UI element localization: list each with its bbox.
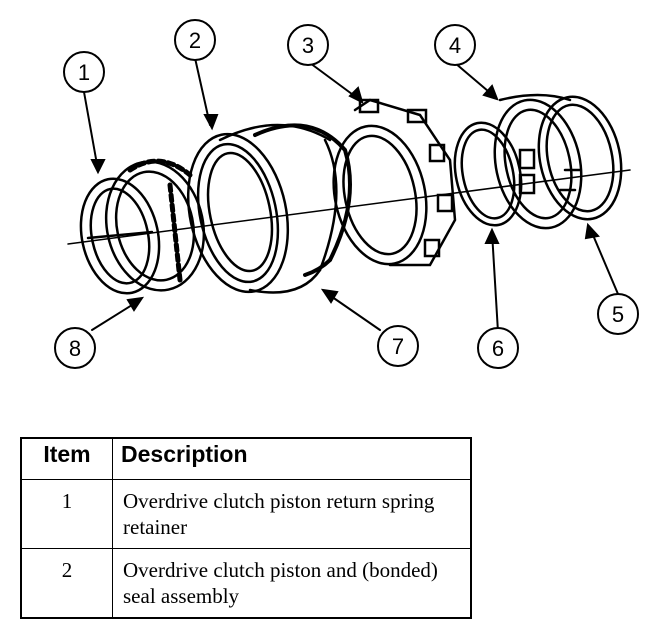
callout-5: 5 (597, 293, 639, 335)
leader-arrows (83, 57, 619, 333)
callout-1: 1 (63, 51, 105, 93)
svg-text:7: 7 (392, 334, 404, 359)
row-description: Overdrive clutch piston return spring re… (112, 479, 472, 549)
callout-3: 3 (287, 24, 329, 66)
part-3-piston-housing (332, 98, 457, 267)
callout-8: 8 (54, 327, 96, 369)
part-8-spring-ring (104, 158, 206, 292)
header-description: Description (112, 437, 472, 480)
part-2-clutch-piston (186, 123, 338, 294)
part-4-second-piston (493, 93, 583, 230)
svg-text:2: 2 (189, 28, 201, 53)
callout-6: 6 (477, 327, 519, 369)
svg-text:1: 1 (78, 60, 90, 85)
svg-text:3: 3 (302, 33, 314, 58)
exploded-view-diagram: 1 2 3 4 5 6 7 8 (54, 19, 639, 369)
callout-2: 2 (174, 19, 216, 61)
legend-header-row: Item Description (20, 437, 472, 480)
row-item-number: 2 (20, 548, 113, 619)
header-item: Item (20, 437, 113, 480)
callout-4: 4 (434, 24, 476, 66)
part-7-snap-ring (253, 123, 352, 277)
table-row: 2 Overdrive clutch piston and (bonded) s… (20, 548, 472, 619)
parts-legend-table: Item Description 1 Overdrive clutch pist… (20, 437, 472, 619)
svg-text:4: 4 (449, 33, 461, 58)
svg-text:8: 8 (69, 336, 81, 361)
callout-7: 7 (377, 325, 419, 367)
table-row: 1 Overdrive clutch piston return spring … (20, 479, 472, 549)
row-description: Overdrive clutch piston and (bonded) sea… (112, 548, 472, 619)
part-1-spring-retainer (79, 177, 161, 295)
svg-text:6: 6 (492, 336, 504, 361)
part-5-spring (537, 95, 623, 221)
svg-text:5: 5 (612, 302, 624, 327)
row-item-number: 1 (20, 479, 113, 549)
